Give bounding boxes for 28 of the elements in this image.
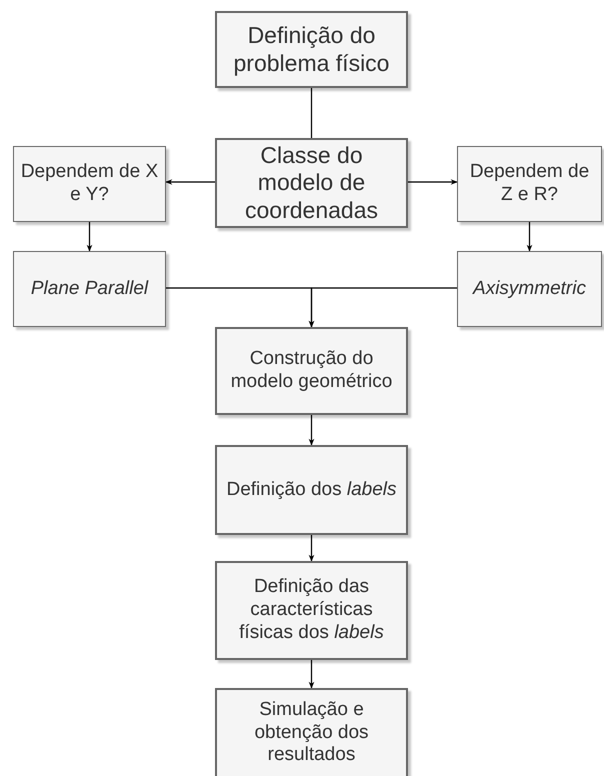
box-text: Definição dos labels [226, 478, 397, 502]
box-text: Axisymmetric [473, 278, 586, 300]
process-box [215, 445, 408, 535]
process-box [215, 11, 408, 88]
process-box [457, 251, 602, 327]
arrow [86, 222, 92, 252]
arrow [526, 222, 532, 252]
arrow [308, 660, 314, 689]
box-text: Simulação e obtenção dos resultados [253, 698, 370, 768]
process-box [215, 688, 408, 776]
box-text: Definição das características físicas dos labels [238, 576, 385, 645]
process-box [13, 251, 166, 327]
box-text: Classe do modelo de coordenadas [244, 142, 379, 224]
process-box [215, 138, 408, 228]
arrow [165, 179, 215, 185]
arrow [308, 415, 314, 446]
process-box [215, 327, 408, 415]
box-text: Dependem de X e Y? [20, 161, 160, 207]
box-text: Definição do problema físico [232, 22, 390, 78]
arrow [408, 179, 458, 185]
process-box [457, 146, 602, 222]
box-text: Dependem de Z e R? [468, 161, 590, 207]
arrow [308, 535, 314, 562]
box-text: Construção do modelo geométrico [230, 348, 394, 394]
process-box [13, 146, 166, 222]
box-text: Plane Parallel [30, 278, 148, 300]
arrow [308, 287, 457, 328]
process-box [215, 561, 408, 660]
